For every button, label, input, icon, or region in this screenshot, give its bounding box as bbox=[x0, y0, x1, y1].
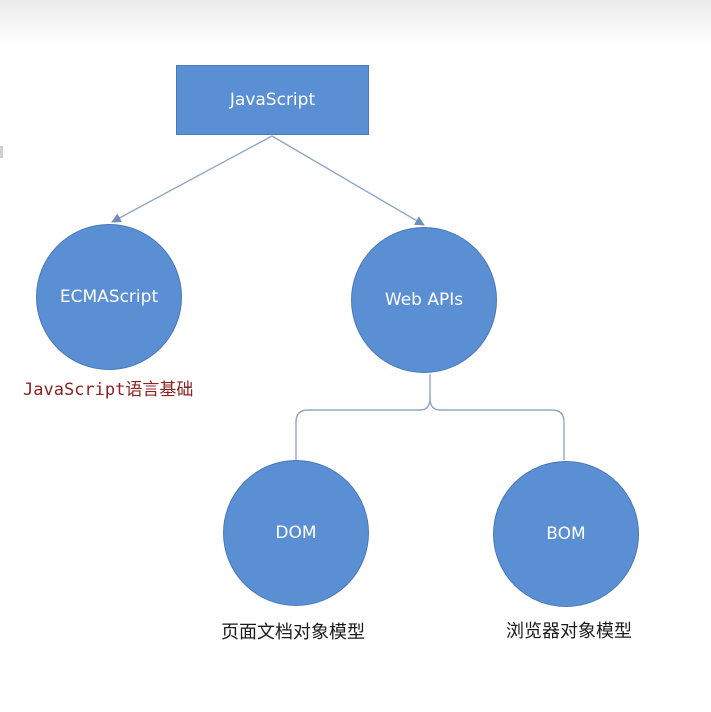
arrow-to-webapis bbox=[271, 135, 425, 226]
left-edge-mark bbox=[0, 146, 3, 158]
ecmascript-node: ECMAScript bbox=[36, 224, 182, 370]
bom-label: BOM bbox=[546, 524, 586, 544]
javascript-label: JavaScript bbox=[229, 90, 316, 110]
top-shade bbox=[0, 0, 711, 46]
bom-node: BOM bbox=[493, 461, 639, 607]
dom-label: DOM bbox=[275, 523, 317, 543]
dom-caption: 页面文档对象模型 bbox=[221, 622, 365, 643]
webapis-node: Web APIs bbox=[351, 227, 497, 373]
webapis-label: Web APIs bbox=[384, 290, 464, 310]
ecmascript-caption: JavaScript语言基础 bbox=[23, 380, 194, 400]
arrow-to-ecmascript bbox=[111, 135, 273, 223]
bom-caption: 浏览器对象模型 bbox=[506, 621, 632, 642]
brace-to-dom-bom bbox=[295, 374, 565, 460]
dom-node: DOM bbox=[223, 460, 369, 606]
javascript-node: JavaScript bbox=[176, 65, 369, 135]
ecmascript-label: ECMAScript bbox=[59, 287, 159, 307]
